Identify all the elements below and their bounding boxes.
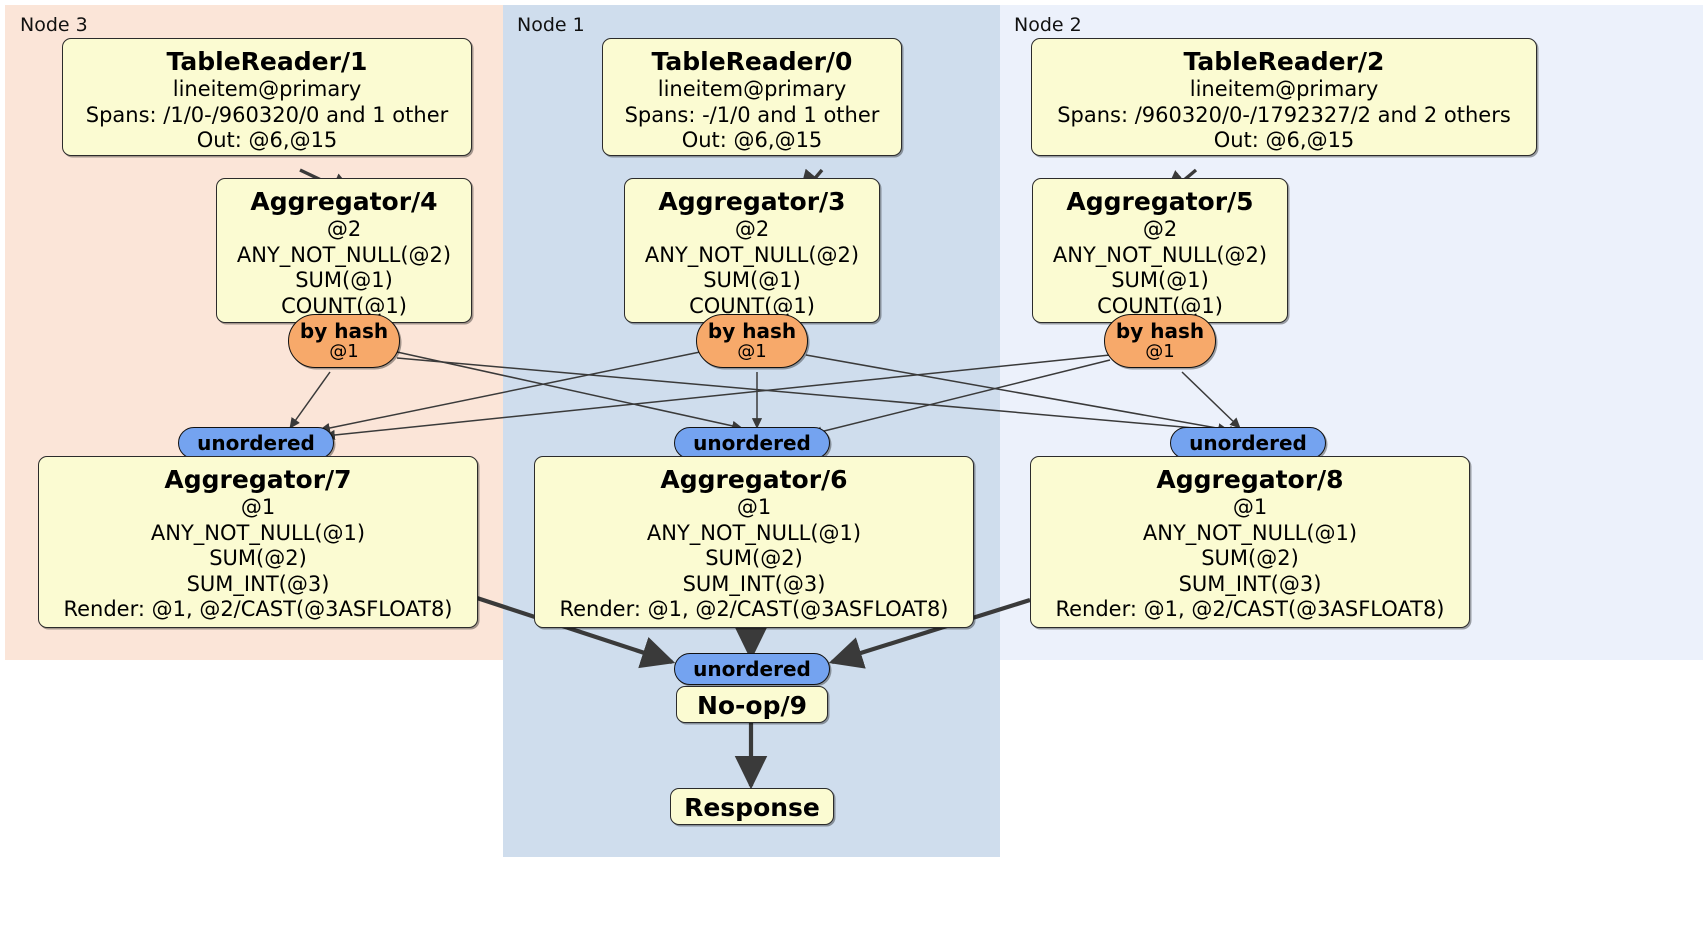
processor-line: ANY_NOT_NULL(@2) [236,242,452,267]
router-label: unordered [693,657,811,681]
edge-hashleft-unorderedleft [289,371,331,429]
router-by-hash-right[interactable]: by hash @1 [1104,314,1216,368]
processor-line: @2 [326,217,362,241]
processor-line: lineitem@primary [1189,77,1379,101]
edge-hashright-unorderedleft [324,354,1111,441]
processor-aggregator7[interactable]: Aggregator/7 @1 ANY_NOT_NULL(@1) SUM(@2)… [38,456,478,628]
router-unordered-right[interactable]: unordered [1170,427,1326,459]
processor-line: @1 [736,495,772,519]
processor-line: Out: @6,@15 [1213,128,1355,152]
processor-title: Aggregator/5 [1066,187,1254,216]
processor-title: No-op/9 [696,691,808,720]
processor-line: lineitem@primary [172,77,362,101]
processor-line: ANY_NOT_NULL(@1) [646,520,862,545]
processor-line: Render: @1, @2/CAST(@3ASFLOAT8) [63,597,453,621]
processor-tablereader2[interactable]: TableReader/2 lineitem@primary Spans: /9… [1031,38,1537,156]
router-sublabel: @1 [737,341,767,362]
processor-title: Aggregator/6 [660,465,848,494]
edge-aggregator7-unorderedfinal [476,596,676,669]
edge-aggregator8-unorderedfinal [828,597,1031,669]
processor-line: SUM_INT(@3) [1178,571,1322,596]
processor-line: Spans: /1/0-/960320/0 and 1 other [85,102,449,127]
router-unordered-center[interactable]: unordered [674,427,830,459]
processor-line: ANY_NOT_NULL(@2) [644,242,860,267]
router-label: unordered [197,431,315,455]
processor-line: Render: @1, @2/CAST(@3ASFLOAT8) [559,597,949,621]
processor-aggregator8[interactable]: Aggregator/8 @1 ANY_NOT_NULL(@1) SUM(@2)… [1030,456,1470,628]
processor-aggregator3[interactable]: Aggregator/3 @2 ANY_NOT_NULL(@2) SUM(@1)… [624,178,880,323]
node-label-node2: Node 2 [1014,14,1082,36]
processor-title: Response [684,793,820,822]
processor-line: ANY_NOT_NULL(@2) [1052,242,1268,267]
processor-line: SUM(@1) [703,268,801,292]
processor-title: Aggregator/8 [1156,465,1344,494]
processor-aggregator5[interactable]: Aggregator/5 @2 ANY_NOT_NULL(@2) SUM(@1)… [1032,178,1288,323]
processor-aggregator6[interactable]: Aggregator/6 @1 ANY_NOT_NULL(@1) SUM(@2)… [534,456,974,628]
processor-tablereader0[interactable]: TableReader/0 lineitem@primary Spans: -/… [602,38,902,156]
processor-title: TableReader/1 [166,47,368,76]
router-by-hash-center[interactable]: by hash @1 [696,314,808,368]
processor-line: SUM_INT(@3) [682,571,826,596]
node-label-node1: Node 1 [517,14,585,36]
processor-aggregator4[interactable]: Aggregator/4 @2 ANY_NOT_NULL(@2) SUM(@1)… [216,178,472,323]
processor-line: SUM(@1) [295,268,393,292]
router-sublabel: @1 [1145,341,1175,362]
processor-response[interactable]: Response [670,788,834,825]
processor-line: SUM_INT(@3) [186,571,330,596]
router-by-hash-left[interactable]: by hash @1 [288,314,400,368]
processor-title: TableReader/0 [651,47,853,76]
processor-line: @2 [1142,217,1178,241]
processor-line: SUM(@2) [1201,546,1299,570]
edge-hashcenter-unorderedright [805,354,1229,434]
processor-noop9[interactable]: No-op/9 [676,686,828,723]
processor-title: Aggregator/7 [164,465,352,494]
processor-line: @1 [1232,495,1268,519]
processor-title: TableReader/2 [1183,47,1385,76]
processor-line: lineitem@primary [657,77,847,101]
processor-line: Render: @1, @2/CAST(@3ASFLOAT8) [1055,597,1445,621]
processor-line: ANY_NOT_NULL(@1) [150,520,366,545]
edge-hashcenter-unorderedleft [319,351,701,434]
processor-title: Aggregator/3 [658,187,846,216]
node-label-node3: Node 3 [20,14,88,36]
processor-line: ANY_NOT_NULL(@1) [1142,520,1358,545]
router-label: by hash [1115,319,1205,343]
processor-line: Spans: -/1/0 and 1 other [624,102,880,127]
processor-line: @2 [734,217,770,241]
router-label: by hash [707,319,797,343]
processor-line: Out: @6,@15 [196,128,338,152]
router-label: unordered [1189,431,1307,455]
router-label: unordered [693,431,811,455]
edge-hashright-unorderedcenter [811,359,1111,437]
processor-line: Out: @6,@15 [681,128,823,152]
processor-title: Aggregator/4 [250,187,438,216]
processor-line: SUM(@2) [705,546,803,570]
router-unordered-final[interactable]: unordered [674,653,830,685]
processor-line: SUM(@2) [209,546,307,570]
router-unordered-left[interactable]: unordered [178,427,334,459]
edge-hashright-unorderedright [1181,371,1241,429]
processor-line: @1 [240,495,276,519]
processor-line: Spans: /960320/0-/1792327/2 and 2 others [1057,102,1511,127]
router-label: by hash [299,319,389,343]
processor-line: SUM(@1) [1111,268,1209,292]
processor-tablereader1[interactable]: TableReader/1 lineitem@primary Spans: /1… [62,38,472,156]
edge-hashleft-unorderedright [396,357,1241,437]
router-sublabel: @1 [329,341,359,362]
edge-hashleft-unorderedcenter [396,351,743,431]
